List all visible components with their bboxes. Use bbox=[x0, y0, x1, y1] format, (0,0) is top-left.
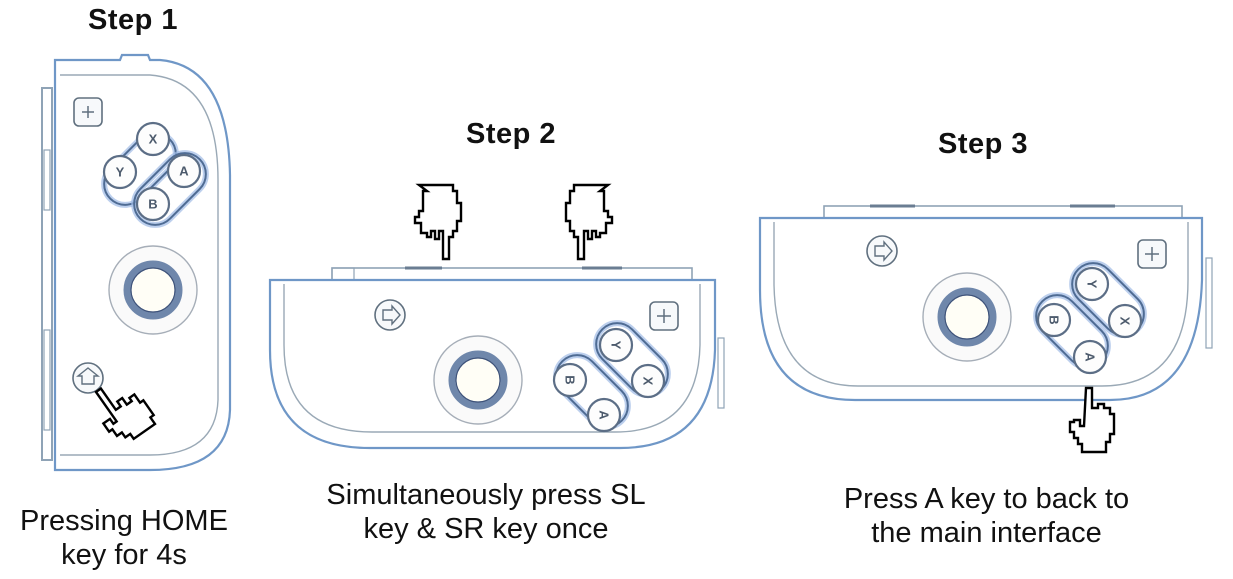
step-3-caption-line-2: the main interface bbox=[871, 517, 1102, 549]
step-2-caption-line-2: key & SR key once bbox=[363, 513, 609, 545]
face-buttons-cluster: Y B X A bbox=[1033, 260, 1147, 375]
y-button[interactable]: Y bbox=[102, 154, 138, 190]
analog-stick[interactable] bbox=[922, 272, 1012, 362]
plus-button-icon bbox=[649, 301, 679, 331]
svg-text:Y: Y bbox=[609, 341, 624, 350]
home-button[interactable] bbox=[72, 362, 104, 394]
plus-button-icon bbox=[1137, 239, 1167, 269]
face-buttons-cluster: X Y A B bbox=[101, 121, 209, 228]
step-1-controller: X Y A B bbox=[41, 53, 232, 472]
step-1-caption: Pressing HOME key for 4s bbox=[0, 504, 248, 572]
analog-stick[interactable] bbox=[433, 335, 523, 425]
svg-text:B: B bbox=[563, 375, 578, 384]
svg-text:A: A bbox=[1083, 352, 1098, 362]
svg-text:X: X bbox=[641, 377, 656, 386]
a-button[interactable]: A bbox=[166, 153, 202, 189]
svg-text:X: X bbox=[149, 132, 158, 147]
step-3-title: Step 3 bbox=[938, 128, 1029, 160]
capture-button[interactable] bbox=[374, 299, 406, 331]
svg-text:B: B bbox=[1047, 315, 1062, 324]
hand-pressing-sr-icon bbox=[564, 183, 614, 261]
svg-text:A: A bbox=[179, 164, 189, 179]
x-button[interactable]: X bbox=[1107, 303, 1143, 339]
minus-button-icon bbox=[73, 97, 103, 127]
a-button[interactable]: A bbox=[1072, 339, 1108, 375]
step-2-title: Step 2 bbox=[466, 118, 557, 150]
step-1-caption-line-1: Pressing HOME bbox=[20, 505, 228, 537]
b-button[interactable]: B bbox=[552, 362, 588, 398]
y-button[interactable]: Y bbox=[598, 327, 634, 363]
analog-stick[interactable] bbox=[108, 245, 198, 335]
step-1-title: Step 1 bbox=[88, 4, 179, 36]
face-buttons-cluster: Y B X A bbox=[552, 320, 671, 433]
step-3-caption: Press A key to back to the main interfac… bbox=[740, 482, 1233, 550]
b-button[interactable]: B bbox=[135, 186, 171, 222]
step-2-caption-line-1: Simultaneously press SL bbox=[326, 479, 646, 511]
y-button[interactable]: Y bbox=[1074, 266, 1110, 302]
svg-text:X: X bbox=[1118, 317, 1133, 326]
a-button[interactable]: A bbox=[586, 397, 622, 433]
x-button[interactable]: X bbox=[135, 121, 171, 157]
step-3-caption-line-1: Press A key to back to bbox=[843, 483, 1130, 515]
step-1-caption-line-2: key for 4s bbox=[61, 539, 187, 571]
hand-pressing-sl-icon bbox=[413, 183, 463, 261]
x-button[interactable]: X bbox=[630, 363, 666, 399]
step-2-caption: Simultaneously press SL key & SR key onc… bbox=[260, 478, 712, 546]
svg-text:Y: Y bbox=[116, 165, 125, 180]
step-3-controller: Y B X A bbox=[758, 204, 1213, 454]
svg-text:B: B bbox=[148, 197, 157, 212]
svg-text:Y: Y bbox=[1085, 280, 1100, 289]
hand-pressing-a-icon bbox=[1068, 386, 1116, 454]
svg-text:A: A bbox=[597, 410, 612, 420]
step-2-controller: Y B X A bbox=[268, 183, 725, 450]
capture-button[interactable] bbox=[866, 235, 898, 267]
b-button[interactable]: B bbox=[1036, 302, 1072, 338]
pointing-hand-icon bbox=[94, 386, 157, 441]
